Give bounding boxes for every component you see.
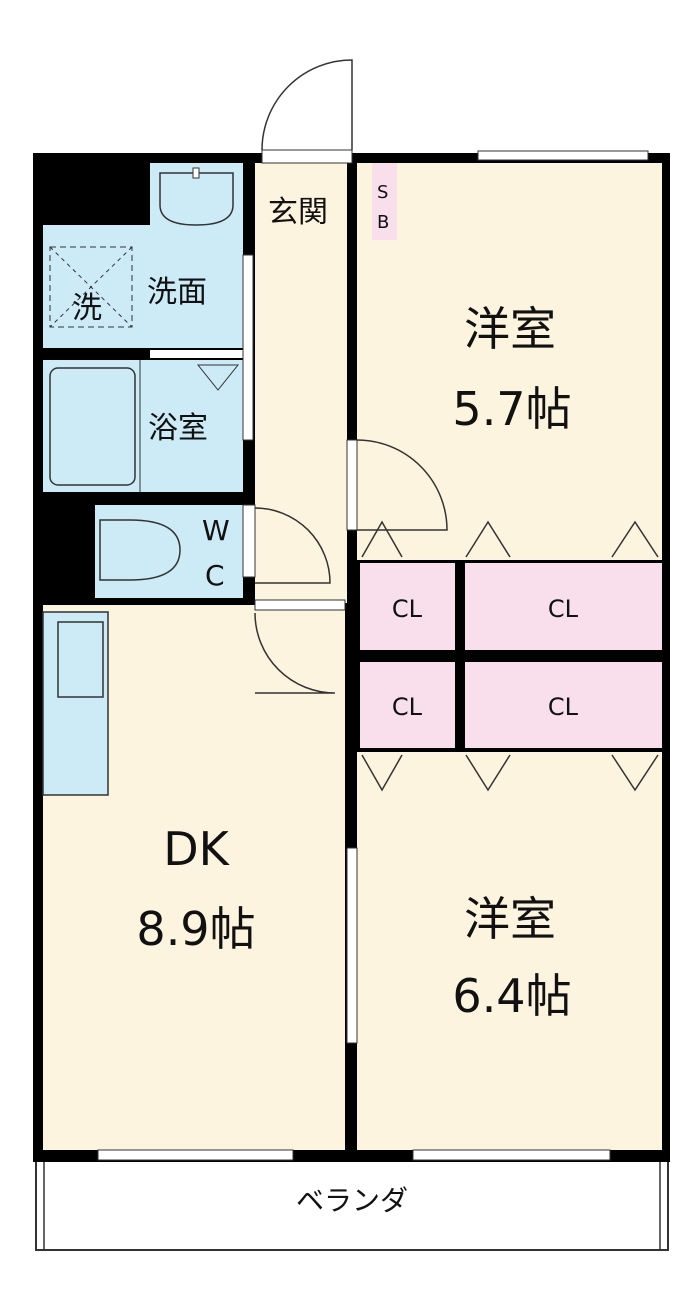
- closet: [360, 662, 455, 748]
- label-room2-size: 6.4帖: [452, 969, 571, 1023]
- label-room1-size: 5.7帖: [452, 382, 571, 436]
- label-dk-size: 8.9帖: [136, 902, 255, 956]
- label-room1-name: 洋室: [464, 302, 556, 356]
- entrance-door-icon: [261, 59, 353, 151]
- label-shoebox-b: B: [377, 212, 389, 233]
- label-washer: 洗: [72, 291, 102, 326]
- room-western-1: [357, 163, 662, 560]
- door-icon: [254, 507, 331, 584]
- label-closet: CL: [392, 595, 423, 623]
- label-washroom: 洗面: [147, 275, 207, 310]
- window: [412, 1149, 611, 1161]
- basin-icon: [159, 172, 234, 226]
- window: [477, 150, 649, 161]
- door-icon: [254, 612, 336, 694]
- room-western-2: [357, 752, 662, 1150]
- corridor: [255, 163, 347, 603]
- toilet-icon: [99, 519, 181, 581]
- label-closet: CL: [392, 693, 423, 721]
- washer-space: [49, 246, 133, 328]
- label-wc-w: W: [202, 514, 230, 547]
- sink-icon: [57, 621, 104, 698]
- door-icon: [356, 439, 448, 531]
- label-closet: CL: [548, 693, 579, 721]
- balcony-area: [35, 1157, 669, 1251]
- label-entrance: 玄関: [268, 195, 328, 230]
- closet: [465, 662, 662, 748]
- label-closet: CL: [548, 595, 579, 623]
- closet: [465, 563, 662, 650]
- label-dk-name: DK: [163, 822, 230, 876]
- bathtub-icon: [49, 367, 136, 486]
- label-wc-c: C: [205, 559, 225, 592]
- label-shoebox-s: S: [377, 182, 388, 203]
- label-room2-name: 洋室: [464, 892, 556, 946]
- label-balcony: ベランダ: [296, 1184, 408, 1217]
- washroom: [43, 225, 243, 348]
- window: [97, 1149, 294, 1161]
- sliding-door: [346, 847, 358, 1044]
- closet-door-icons: [361, 520, 659, 792]
- closet: [360, 563, 455, 650]
- shoe-box: [372, 163, 397, 240]
- label-bath: 浴室: [148, 411, 208, 446]
